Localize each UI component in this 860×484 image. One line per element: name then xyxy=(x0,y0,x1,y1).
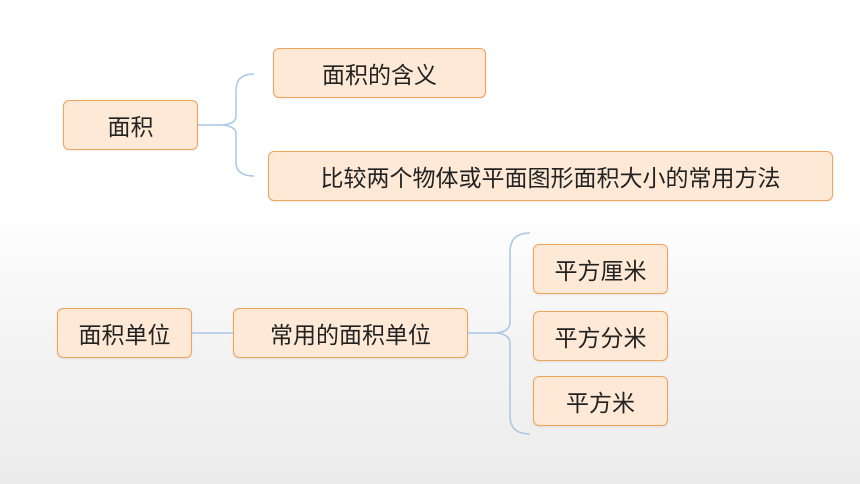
node-square-decimeter: 平方分米 xyxy=(533,311,668,361)
brace-area xyxy=(221,73,255,177)
node-square-centimeter: 平方厘米 xyxy=(533,244,668,294)
brace-units xyxy=(495,232,531,435)
node-area: 面积 xyxy=(63,100,198,150)
node-area-compare-methods: 比较两个物体或平面图形面积大小的常用方法 xyxy=(268,151,833,201)
node-square-meter: 平方米 xyxy=(533,376,668,426)
node-area-meaning: 面积的含义 xyxy=(273,48,486,98)
node-common-area-units: 常用的面积单位 xyxy=(233,308,468,358)
node-area-units: 面积单位 xyxy=(57,308,192,358)
